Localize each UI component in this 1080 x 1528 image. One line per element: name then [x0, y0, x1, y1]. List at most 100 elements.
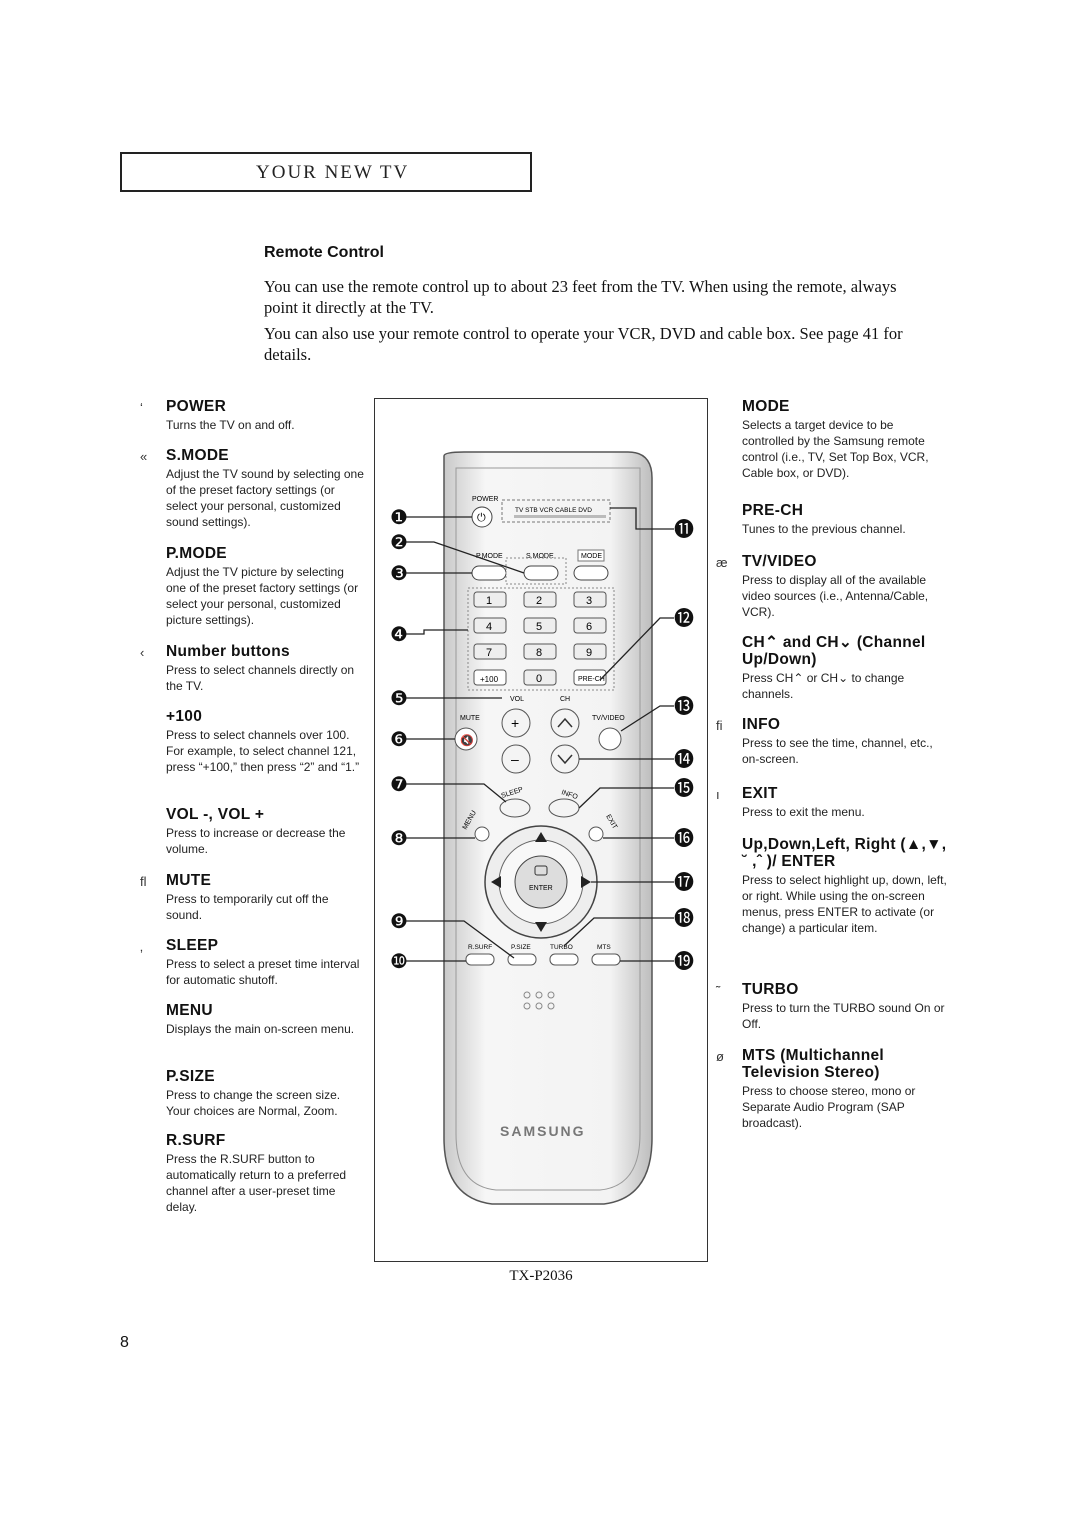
entry-title: Up,Down,Left, Right (▲,▼, ˘ ,ˆ )/ ENTER [742, 836, 947, 870]
digit-label: 6 [586, 621, 592, 633]
number-pad: 1 2 3 4 5 6 7 8 9 +100 0 PRE-CH [473, 591, 607, 686]
entry-title: P.SIZE [166, 1068, 215, 1085]
entry-title: MODE [742, 398, 790, 415]
menu-button[interactable] [474, 826, 490, 842]
entry-prech: PRE-CH Tunes to the previous channel. [742, 502, 947, 537]
info-label: INFO [560, 789, 579, 801]
bullet-mark: ﬁ [716, 718, 723, 733]
ch-up-button[interactable] [550, 708, 580, 738]
digit-5-button[interactable] [523, 617, 557, 634]
tvvideo-button[interactable] [598, 727, 622, 751]
mts-button[interactable] [591, 953, 621, 966]
entry-desc: Press the R.SURF button to automatically… [166, 1152, 347, 1214]
digit-1-button[interactable] [473, 591, 507, 608]
entry-turbo: ˜ TURBO Press to turn the TURBO sound On… [716, 981, 947, 1032]
entry-desc: Press to see the time, channel, etc., on… [742, 736, 933, 766]
entry-sleep: ‚ SLEEP Press to select a preset time in… [140, 937, 366, 988]
vol-down-button[interactable] [501, 744, 531, 774]
info-button[interactable] [548, 798, 580, 818]
bullet-mark: æ [716, 555, 728, 570]
plus100-label: +100 [480, 675, 499, 684]
entry-title: PRE-CH [742, 502, 804, 519]
digit-label: 4 [486, 621, 492, 633]
digit-label: 9 [586, 647, 592, 659]
mode-label: MODE [581, 553, 602, 560]
entry-desc: Press to select channels over 100. For e… [166, 728, 360, 774]
digit-label: 1 [486, 595, 492, 607]
entry-desc: Press to select a preset time interval f… [166, 957, 360, 987]
enter-button[interactable] [514, 855, 568, 909]
pmode-button[interactable] [471, 565, 507, 581]
enter-icon [534, 865, 548, 876]
arrow-left-icon[interactable] [491, 876, 501, 888]
digit-7-button[interactable] [473, 643, 507, 660]
smode-button[interactable] [523, 565, 559, 581]
bullet-mark: ˜ [716, 983, 721, 998]
digit-9-button[interactable] [573, 643, 607, 660]
callout-7: ❼ [390, 774, 408, 796]
entry-desc: Press CH⌃ or CH⌄ to change channels. [742, 671, 905, 701]
entry-desc: Press to temporarily cut off the sound. [166, 892, 329, 922]
entry-mts: ø MTS (Multichannel Television Stereo) P… [716, 1047, 947, 1131]
rsurf-button[interactable] [465, 953, 495, 966]
digit-label: 3 [586, 595, 592, 607]
arrow-down-icon[interactable] [535, 922, 547, 932]
entry-title: SLEEP [166, 937, 219, 954]
remote-illustration-frame: POWER ⏻ TV STB VCR CABLE DVD P.MODE S.MO… [374, 398, 708, 1262]
plus100-button[interactable] [473, 669, 507, 686]
entry-title: POWER [166, 398, 227, 415]
turbo-button[interactable] [549, 953, 579, 966]
entry-title: MTS (Multichannel Television Stereo) [742, 1047, 885, 1081]
arrow-right-icon[interactable] [581, 876, 591, 888]
chevron-down-icon [557, 754, 573, 765]
digit-label: 8 [536, 647, 542, 659]
vol-up-button[interactable] [501, 708, 531, 738]
arrow-up-icon[interactable] [535, 832, 547, 842]
callout-11: ⓫ [674, 518, 694, 541]
mts-label: MTS [597, 944, 611, 951]
bullet-mark: ‘ [140, 400, 143, 415]
mute-label: MUTE [460, 715, 480, 722]
callout-5: ❺ [390, 688, 408, 710]
prech-label: PRE-CH [578, 676, 605, 683]
ch-label: CH [560, 696, 570, 703]
callout-13: ⓭ [674, 695, 694, 718]
intro-paragraph-2: You can also use your remote control to … [264, 324, 903, 364]
entry-title: MENU [166, 1002, 213, 1019]
sleep-button[interactable] [499, 798, 531, 818]
entry-desc: Press to display all of the available vi… [742, 573, 929, 619]
turbo-label: TURBO [550, 944, 573, 951]
entry-mute: ﬂ MUTE Press to temporarily cut off the … [140, 872, 366, 923]
digit-2-button[interactable] [523, 591, 557, 608]
exit-button[interactable] [588, 826, 604, 842]
mode-button[interactable] [573, 565, 609, 581]
callout-1: ❶ [390, 507, 408, 529]
callout-15: ⓯ [674, 777, 694, 800]
entry-desc: Adjust the TV sound by selecting one of … [166, 467, 364, 529]
entry-power: ‘ POWER Turns the TV on and off. [140, 398, 366, 433]
speaker-holes [523, 991, 555, 1010]
digit-6-button[interactable] [573, 617, 607, 634]
entry-tvvideo: æ TV/VIDEO Press to display all of the a… [716, 553, 947, 620]
entry-desc: Adjust the TV picture by selecting one o… [166, 565, 359, 627]
prech-button[interactable] [573, 669, 607, 686]
entry-exit: ı EXIT Press to exit the menu. [716, 785, 947, 820]
page-number: 8 [120, 1334, 129, 1351]
digit-4-button[interactable] [473, 617, 507, 634]
intro-paragraph-1: You can use the remote control up to abo… [264, 277, 897, 317]
digit-3-button[interactable] [573, 591, 607, 608]
bullet-mark: « [140, 449, 148, 464]
entry-pmode: P.MODE Adjust the TV picture by selectin… [166, 545, 366, 628]
entry-desc: Press to choose stereo, mono or Separate… [742, 1084, 916, 1130]
entry-desc: Press to select channels directly on the… [166, 663, 355, 693]
ch-down-button[interactable] [550, 744, 580, 774]
callout-4: ❹ [390, 624, 408, 646]
entry-title: +100 [166, 708, 203, 725]
entry-title: TURBO [742, 981, 799, 998]
entry-desc: Selects a target device to be controlled… [742, 418, 929, 480]
psize-button[interactable] [507, 953, 537, 966]
digit-0-button[interactable] [523, 669, 557, 686]
section-title: Remote Control [264, 244, 384, 261]
digit-8-button[interactable] [523, 643, 557, 660]
entry-psize: P.SIZE Press to change the screen size. … [166, 1068, 366, 1119]
